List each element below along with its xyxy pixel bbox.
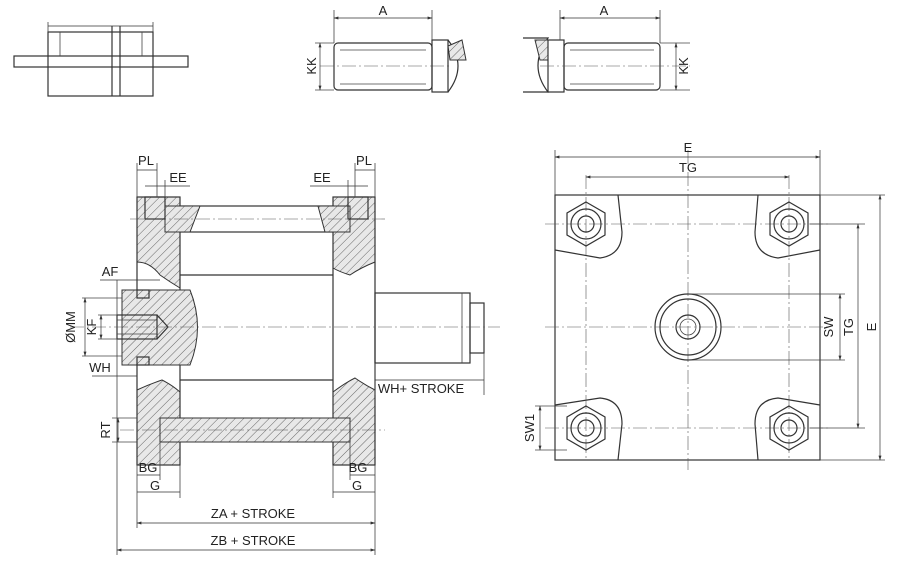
dim-tg-label-right: TG: [841, 318, 856, 336]
dim-sw1-label: SW1: [522, 414, 537, 442]
top-left-mount-view: [13, 22, 189, 97]
dim-za-stroke-label: ZA + STROKE: [211, 506, 295, 521]
dim-wh-stroke-label: WH+ STROKE: [378, 381, 465, 396]
dim-pl-label-left: PL: [138, 153, 154, 168]
dim-zb-stroke-label: ZB + STROKE: [211, 533, 296, 548]
dim-a-label-right: A: [600, 3, 609, 18]
dim-g-label-right: G: [352, 478, 362, 493]
dim-kf-label: KF: [84, 319, 99, 336]
front-view: E TG SW TG E SW1: [522, 140, 885, 470]
dim-kk-label: KK: [304, 57, 319, 75]
dim-af-label: AF: [102, 264, 119, 279]
hex-nut-bottom-left: [566, 405, 606, 451]
hex-nut-top-right: [769, 201, 809, 247]
dim-sw-label: SW: [821, 316, 836, 338]
top-middle-rod-detail: A KK: [304, 3, 467, 93]
dim-tg-label-top: TG: [679, 160, 697, 175]
dim-g-label-left: G: [150, 478, 160, 493]
dim-bg-label-right: BG: [349, 460, 368, 475]
dim-pl-label-right: PL: [356, 153, 372, 168]
dim-a-label: A: [379, 3, 388, 18]
top-right-rod-detail: A KK: [523, 3, 691, 93]
side-section-view: PL EE EE PL AF ØMM KF WH WH: [63, 153, 500, 555]
dim-kk-label-right: KK: [676, 57, 691, 75]
dim-e-label-right: E: [864, 322, 879, 331]
dim-wh-label: WH: [89, 360, 111, 375]
dim-bg-label-left: BG: [139, 460, 158, 475]
dim-ee-label-left: EE: [169, 170, 187, 185]
dim-mm-label: ØMM: [63, 311, 78, 343]
hex-nut-top-left: [566, 201, 606, 247]
dim-e-label-top: E: [684, 140, 693, 155]
hex-nut-bottom-right: [769, 405, 809, 451]
dim-rt-label: RT: [98, 421, 113, 438]
dim-ee-label-right: EE: [313, 170, 331, 185]
